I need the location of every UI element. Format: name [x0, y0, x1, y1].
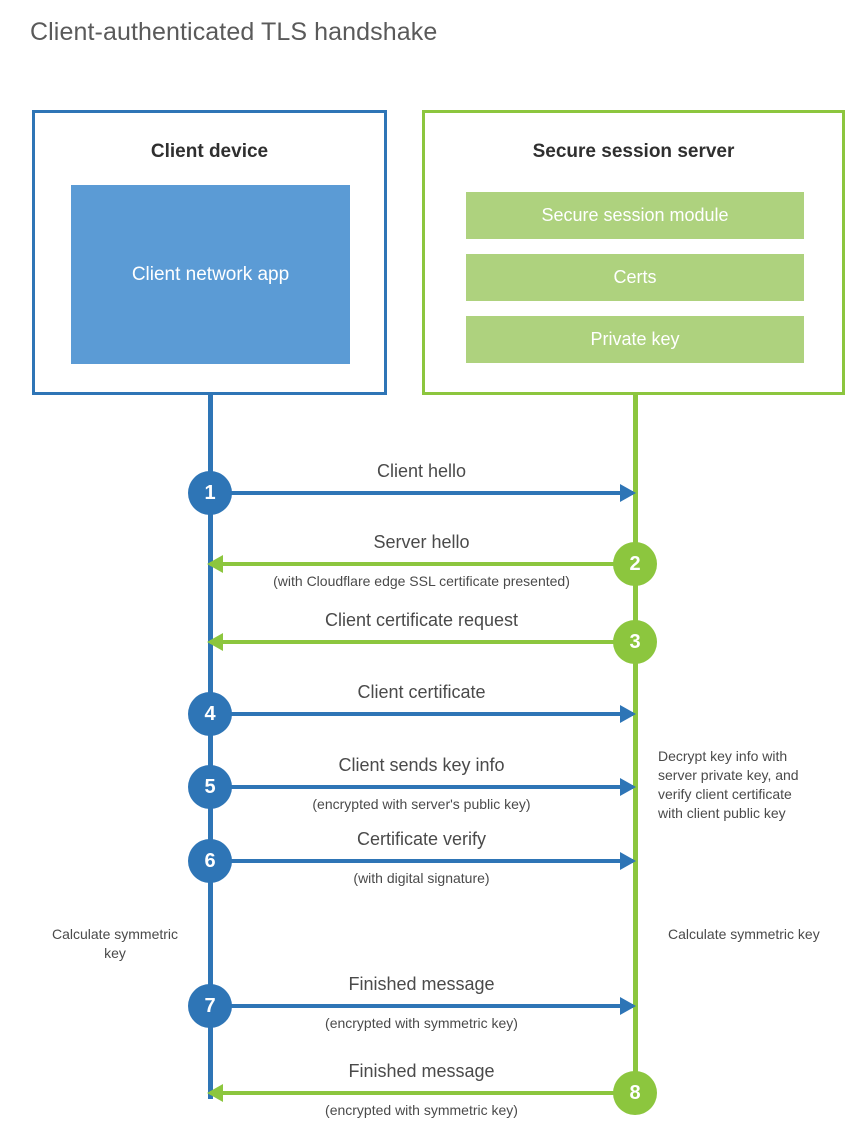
step-arrow-head-icon [620, 997, 636, 1015]
step-number-badge: 5 [188, 765, 232, 809]
step-arrow-line [210, 1004, 633, 1008]
step-arrow-line [210, 712, 633, 716]
step-sublabel: (with digital signature) [353, 870, 490, 886]
step-sublabel: (with Cloudflare edge SSL certificate pr… [273, 573, 570, 589]
step-arrow-head-icon [207, 1084, 223, 1102]
step-number-badge: 6 [188, 839, 232, 883]
page-title: Client-authenticated TLS handshake [30, 18, 438, 46]
client-network-app-block: Client network app [71, 185, 350, 364]
step-arrow-line [210, 640, 633, 644]
step-label: Client certificate request [324, 610, 519, 630]
step-arrow-line [210, 859, 633, 863]
step-number-badge: 3 [613, 620, 657, 664]
step-number-badge: 1 [188, 471, 232, 515]
step-sublabel: (encrypted with symmetric key) [325, 1015, 518, 1031]
client-lifeline [208, 393, 213, 1099]
secure-session-server-title: Secure session server [532, 141, 735, 162]
step-label: Finished message [348, 974, 495, 994]
server-lifeline [633, 393, 638, 1093]
step-label: Client sends key info [338, 755, 505, 775]
step-label: Certificate verify [356, 829, 487, 849]
step-number-badge: 4 [188, 692, 232, 736]
step-label: Client hello [376, 461, 467, 481]
step-number-badge: 8 [613, 1071, 657, 1115]
step-arrow-head-icon [620, 852, 636, 870]
step-arrow-line [210, 785, 633, 789]
step-arrow-line [210, 562, 633, 566]
step-label: Finished message [348, 1061, 495, 1081]
step-number-badge: 7 [188, 984, 232, 1028]
step-arrow-head-icon [207, 633, 223, 651]
note-server-decrypt: Decrypt key info with server private key… [658, 748, 799, 821]
step-arrow-head-icon [620, 484, 636, 502]
step-label: Server hello [373, 532, 470, 552]
note-server-calculate-symmetric-key: Calculate symmetric key [668, 926, 820, 942]
step-arrow-head-icon [620, 778, 636, 796]
step-arrow-head-icon [207, 555, 223, 573]
server-component-secure-session-module: Secure session module [466, 192, 804, 239]
secure-session-server-box: Secure session server Secure session mod… [422, 110, 845, 395]
client-device-box: Client device Client network app [32, 110, 387, 395]
step-arrow-head-icon [620, 705, 636, 723]
note-client-calculate-symmetric-key: Calculate symmetric key [51, 926, 179, 961]
server-component-certs: Certs [466, 254, 804, 301]
server-component-private-key: Private key [466, 316, 804, 363]
step-arrow-line [210, 1091, 633, 1095]
step-arrow-line [210, 491, 633, 495]
step-label: Client certificate [357, 682, 486, 702]
step-sublabel: (encrypted with server's public key) [312, 796, 531, 812]
step-number-badge: 2 [613, 542, 657, 586]
client-device-title: Client device [150, 141, 269, 162]
step-sublabel: (encrypted with symmetric key) [325, 1102, 518, 1118]
